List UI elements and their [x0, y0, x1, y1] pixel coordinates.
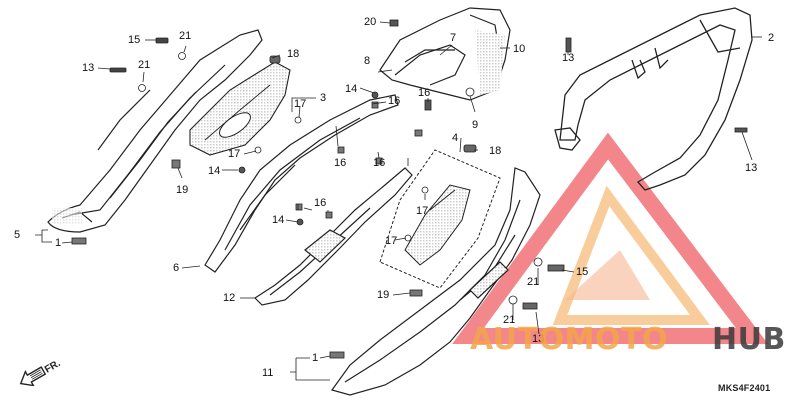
callout-1: 1 [55, 237, 62, 249]
diagram-code: MKS4F2401 [718, 383, 771, 393]
callout-14: 14 [345, 83, 358, 95]
callout-9: 9 [472, 119, 479, 131]
callout-13: 13 [532, 333, 545, 345]
callout-4: 4 [452, 132, 459, 144]
watermark-brand-suffix: HUB [712, 322, 786, 357]
callout-16: 16 [418, 87, 431, 99]
callout-16: 16 [314, 197, 327, 209]
callout-15: 15 [576, 266, 589, 278]
leader-lines [35, 21, 762, 381]
lower-side-rail [254, 167, 413, 306]
callout-17: 17 [416, 205, 429, 217]
inner-panel [189, 61, 291, 156]
callout-21: 21 [179, 30, 192, 42]
callout-13: 13 [745, 162, 758, 174]
callout-16: 16 [388, 95, 401, 107]
callout-19: 19 [176, 184, 189, 196]
callout-8: 8 [364, 55, 371, 67]
side-rail [204, 94, 399, 273]
callout-20: 20 [364, 16, 377, 28]
callout-11: 11 [262, 367, 274, 379]
front-direction-arrow-icon: FR. [19, 358, 63, 386]
callout-13: 13 [562, 52, 575, 64]
callout-2: 2 [768, 32, 775, 44]
callout-13: 13 [82, 62, 95, 74]
watermark-logo-triangle [452, 132, 769, 344]
callout-14: 14 [208, 165, 221, 177]
callout-1: 1 [312, 352, 319, 364]
callout-15: 15 [128, 34, 141, 46]
callout-17: 17 [385, 235, 398, 247]
callout-12: 12 [223, 292, 236, 304]
callout-18: 18 [489, 145, 502, 157]
callout-17: 17 [294, 98, 307, 110]
front-marker-label: FR. [43, 358, 63, 376]
callout-18: 18 [287, 48, 300, 60]
callout-19: 19 [377, 289, 390, 301]
callout-21: 21 [527, 276, 540, 288]
callout-21: 21 [503, 314, 516, 326]
callout-16: 16 [373, 157, 386, 169]
rear-fender-cover [331, 167, 541, 396]
callout-5: 5 [14, 229, 21, 241]
callout-7: 7 [450, 32, 457, 44]
grab-rail [554, 7, 753, 191]
callout-21: 21 [138, 59, 151, 71]
tail-cover-box [379, 149, 501, 289]
callout-17: 17 [228, 148, 241, 160]
watermark-brand-text: AUTOMOTO [470, 322, 668, 357]
callout-14: 14 [272, 214, 285, 226]
callout-10: 10 [513, 43, 526, 55]
callout-16: 16 [334, 157, 347, 169]
callout-3: 3 [320, 92, 327, 104]
callout-6: 6 [173, 262, 180, 274]
